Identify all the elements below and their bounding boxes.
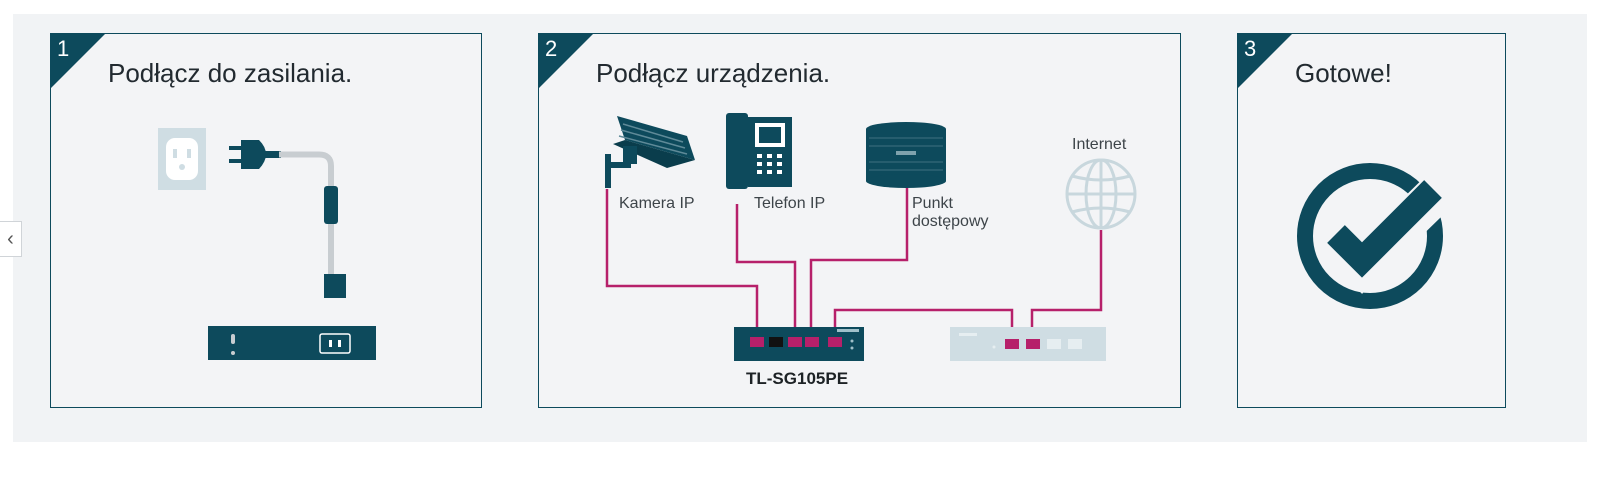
done-illustration [1297,163,1452,309]
internet-label: Internet [1072,136,1127,153]
camera-label: Kamera IP [619,195,695,212]
step-title: Podłącz do zasilania. [108,58,353,88]
step-2-panel: 2 Podłącz urządzenia. Kamera IP Telefon … [538,33,1181,408]
devices-connection-illustration [605,113,1137,361]
step-corner-badge [539,34,594,89]
ethernet-cables [605,186,1103,340]
access-point-label-line1: Punkt [912,195,953,212]
phone-label: Telefon IP [754,195,826,212]
previous-slide-button[interactable]: ‹ [0,221,22,257]
switch-model-label: TL-SG105PE [746,369,849,388]
tl-sg105pe-switch-icon [734,327,864,361]
router-switch-icon [950,327,1106,361]
chevron-left-icon: ‹ [7,227,14,250]
step-3-panel: 3 Gotowe! [1237,33,1506,408]
step-number: 1 [57,36,70,61]
step-number: 2 [545,36,558,61]
internet-globe-icon [1065,158,1137,230]
step-corner-badge [51,34,106,89]
ip-camera-icon [605,116,695,188]
switch-rear-icon [208,326,376,360]
access-point-icon [866,122,946,188]
step-1-panel: 1 Podłącz do zasilania. [50,33,482,408]
ip-phone-icon [726,113,792,189]
step-number: 3 [1244,36,1257,61]
power-plug-icon [229,140,346,298]
wall-outlet-icon [158,128,206,190]
access-point-label-line2: dostępowy [912,213,989,230]
step-corner-badge [1238,34,1293,89]
checkmark-circle-icon [1297,163,1452,309]
step-title: Gotowe! [1295,58,1392,88]
power-connection-illustration [158,128,376,360]
step-title: Podłącz urządzenia. [596,58,831,88]
